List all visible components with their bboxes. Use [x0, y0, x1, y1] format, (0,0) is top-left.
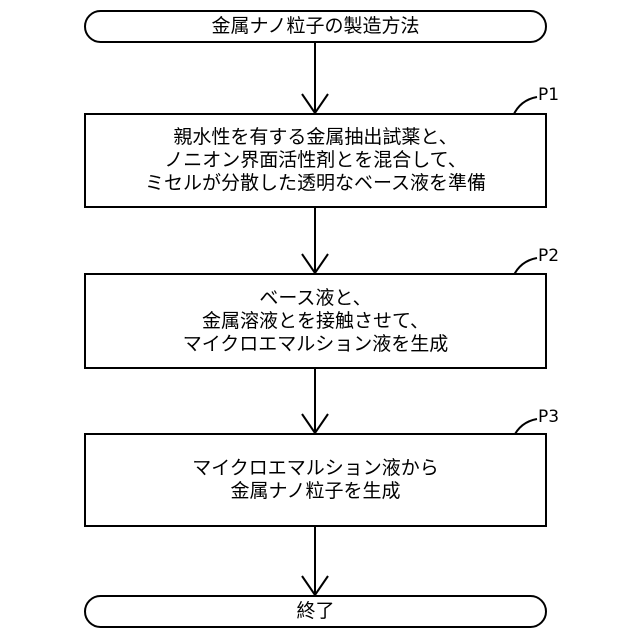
process-box-p2: ベース液と、 金属溶液とを接触させて、 マイクロエマルション液を生成	[84, 273, 547, 369]
process-box-p3: マイクロエマルション液から 金属ナノ粒子を生成	[84, 433, 547, 527]
process-p3-line-1: マイクロエマルション液から	[192, 457, 439, 480]
process-p1-line-2: ノニオン界面活性剤とを混合して、	[164, 149, 466, 172]
process-p2-line-1: ベース液と、	[259, 287, 371, 310]
step-label-p2: P2	[538, 247, 559, 265]
start-terminal: 金属ナノ粒子の製造方法	[84, 10, 547, 43]
process-p1-line-1: 親水性を有する金属抽出試薬と、	[173, 126, 457, 149]
end-label: 終了	[296, 600, 334, 623]
start-label: 金属ナノ粒子の製造方法	[211, 15, 419, 38]
process-p2-line-2: 金属溶液とを接触させて、	[202, 310, 429, 333]
end-terminal: 終了	[84, 595, 547, 628]
step-label-p1: P1	[538, 86, 559, 104]
process-p2-line-3: マイクロエマルション液を生成	[183, 333, 449, 356]
process-p3-line-2: 金属ナノ粒子を生成	[230, 480, 400, 503]
step-label-p3: P3	[538, 408, 559, 426]
process-p1-line-3: ミセルが分散した透明なベース液を準備	[145, 172, 486, 195]
process-box-p1: 親水性を有する金属抽出試薬と、 ノニオン界面活性剤とを混合して、 ミセルが分散し…	[84, 113, 547, 208]
